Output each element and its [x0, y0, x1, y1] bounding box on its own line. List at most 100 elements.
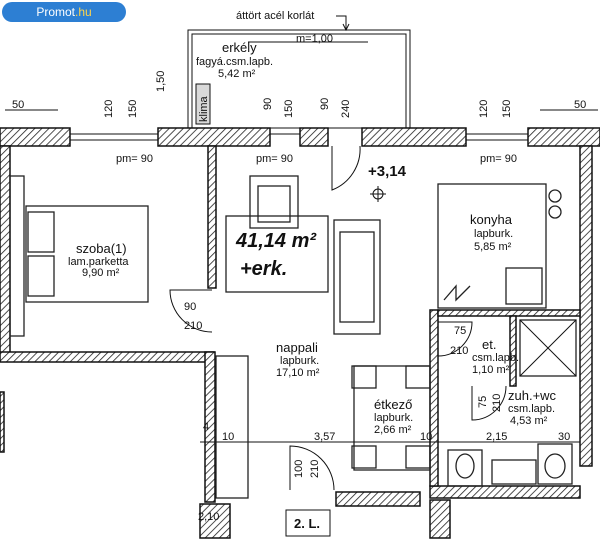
- railing-leader: [336, 15, 347, 30]
- shower-tray: [519, 319, 577, 377]
- et-area: 1,10 m²: [472, 364, 510, 376]
- pm-label-1: pm= 90: [116, 153, 153, 165]
- nappali-area: 17,10 m²: [276, 367, 320, 379]
- balcony-width: m=1,00: [296, 33, 333, 45]
- dim-w150d: 150: [501, 100, 513, 118]
- sofa-seat: [339, 231, 375, 323]
- pillow-2: [27, 255, 55, 297]
- door-dim-210b: 210: [309, 460, 321, 478]
- dim-s10a: 10: [222, 431, 234, 443]
- szoba-finish: lam.parketta: [68, 256, 129, 268]
- wall-bath-left: [429, 309, 439, 487]
- wall-right: [579, 145, 593, 467]
- hob-1: [548, 189, 562, 203]
- kitchen-sink: [505, 267, 543, 305]
- total-area-suffix: +erk.: [240, 258, 287, 280]
- etkezo-name: étkező: [374, 397, 412, 412]
- kitchen-stair-symbol: [443, 284, 471, 302]
- armchair-seat: [257, 185, 291, 223]
- door-dim-100: 100: [293, 460, 305, 478]
- konyha-name: konyha: [470, 212, 513, 227]
- wall-top-right: [527, 127, 600, 147]
- floor-label: 2. L.: [294, 516, 320, 531]
- watermark-badge: Promot.hu: [2, 2, 126, 22]
- wall-stub-bottom: [429, 499, 451, 539]
- wall-top-mid-left: [157, 127, 271, 147]
- dim-w150a: 150: [127, 100, 139, 118]
- szoba-area: 9,90 m²: [82, 267, 120, 279]
- wall-bottom-right: [429, 485, 581, 499]
- chair-4: [405, 445, 431, 469]
- pm-label-2: pm= 90: [256, 153, 293, 165]
- et-door: [437, 321, 473, 357]
- dim-w150b: 150: [283, 100, 295, 118]
- door-dim-90: 90: [184, 301, 196, 313]
- balcony-door: [331, 145, 361, 191]
- et-dim-75: 75: [454, 325, 466, 337]
- szoba-door: [169, 289, 213, 333]
- dim-w120d: 120: [478, 100, 490, 118]
- kitchen-counter: [437, 183, 547, 309]
- nappali-name: nappali: [276, 340, 318, 355]
- washing-machine: [491, 459, 537, 485]
- dim-right50: 50: [574, 99, 586, 111]
- dining-table: [353, 365, 431, 471]
- pillow-1: [27, 211, 55, 253]
- wall-et-right: [509, 315, 517, 387]
- armchair: [249, 175, 299, 229]
- chair-1: [351, 365, 377, 389]
- washbasin-bowl: [544, 453, 566, 479]
- dim-s357: 3,57: [314, 431, 335, 443]
- sofa: [333, 219, 381, 335]
- watermark-suffix: .hu: [75, 5, 92, 19]
- dim-w120a: 120: [103, 100, 115, 118]
- et-dim-75b: 75: [477, 396, 489, 408]
- zuh-name: zuh.+wc: [508, 388, 557, 403]
- floor-box: [285, 509, 331, 537]
- szoba-name: szoba(1): [76, 241, 127, 256]
- wall-stub-left: [0, 391, 5, 453]
- dim-h150: 1,50: [155, 71, 167, 92]
- et-name: et.: [482, 337, 496, 352]
- wall-top-left: [0, 127, 71, 147]
- watermark-brand: Promot: [36, 5, 75, 19]
- zuh-finish: csm.lapb.: [508, 403, 555, 415]
- balcony-name: erkély: [222, 40, 257, 55]
- dim-s10b: 10: [420, 431, 432, 443]
- railing-note: áttört acél korlát: [236, 10, 314, 22]
- et-dim-210: 210: [450, 345, 468, 357]
- toilet-bowl: [455, 453, 475, 479]
- shower-diag-2: [519, 319, 577, 377]
- balcony-inner: [191, 33, 407, 129]
- dim-w240: 240: [340, 100, 352, 118]
- wall-szoba-bottom: [0, 351, 215, 363]
- level-mark: +3,14: [368, 163, 407, 180]
- wall-bottom-mid: [335, 491, 421, 507]
- klima-unit: [195, 83, 211, 125]
- wardrobe: [9, 175, 25, 337]
- konyha-finish: lapburk.: [474, 228, 513, 240]
- toilet: [447, 449, 483, 487]
- et-dim-210b: 210: [491, 394, 503, 412]
- entrance-door: [289, 445, 335, 491]
- bed: [25, 205, 149, 303]
- et-finish: csm.lapb.: [472, 352, 519, 364]
- wall-left: [0, 145, 11, 357]
- bath-door: [471, 385, 507, 421]
- balcony-finish: fagyá.csm.lapb.: [196, 56, 273, 68]
- wall-nappali-left: [204, 351, 216, 503]
- wall-bath-top: [437, 309, 581, 317]
- wall-szoba-right: [207, 145, 217, 289]
- zuh-area: 4,53 m²: [510, 415, 548, 427]
- konyha-area: 5,85 m²: [474, 241, 512, 253]
- wall-top-mid-right: [361, 127, 467, 147]
- dim-w90c: 90: [319, 98, 331, 110]
- pm-label-3: pm= 90: [480, 153, 517, 165]
- etkezo-finish: lapburk.: [374, 412, 413, 424]
- door-dim-210: 210: [184, 320, 202, 332]
- chair-2: [405, 365, 431, 389]
- etkezo-area: 2,66 m²: [374, 424, 412, 436]
- wall-top-mid: [299, 127, 329, 147]
- dim-w90b: 90: [262, 98, 274, 110]
